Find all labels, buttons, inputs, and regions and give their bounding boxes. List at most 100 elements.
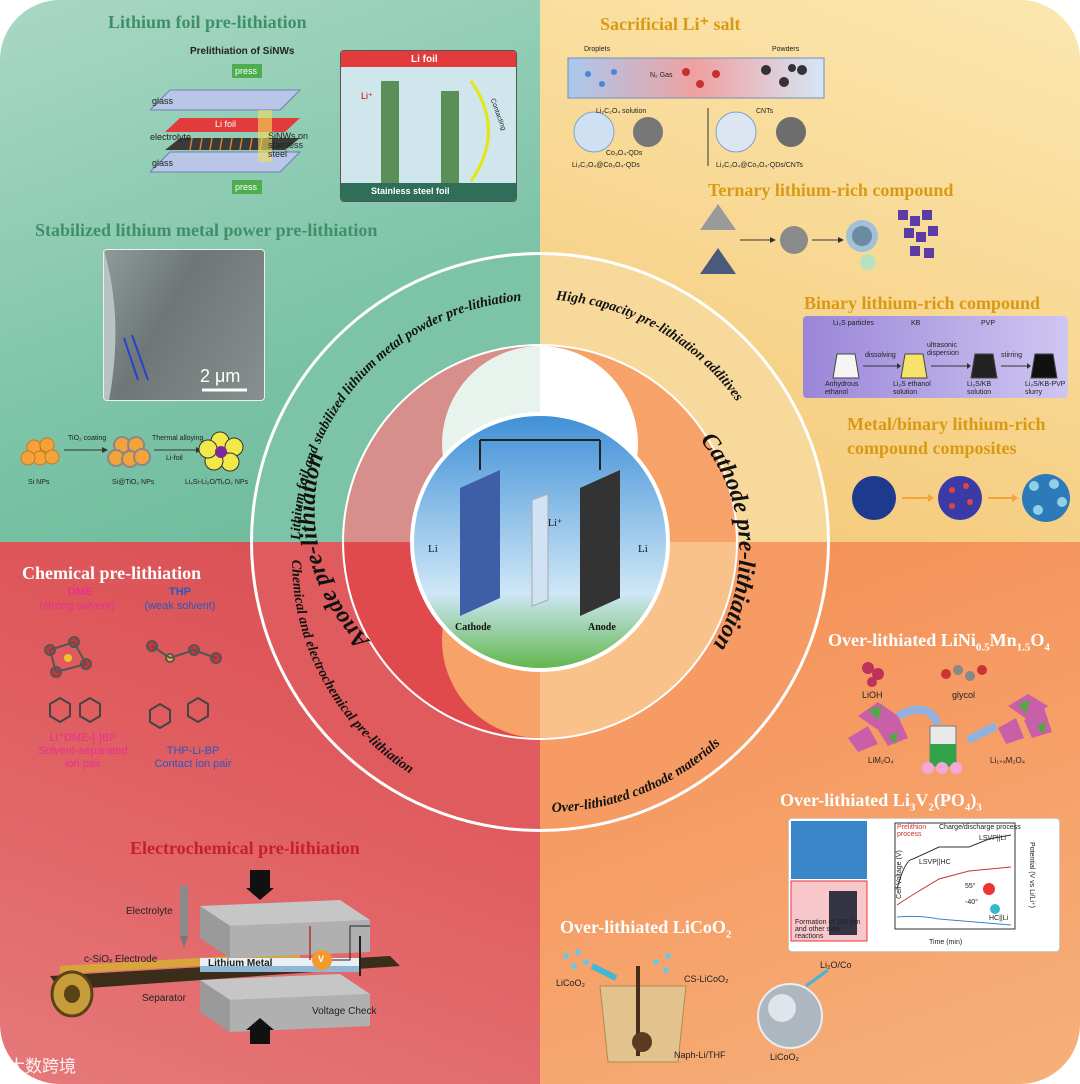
lim2o4-label: LiM₂O₄ [868,756,894,765]
press-top-label: press [235,66,258,76]
pair1-a-label: Li⁺DME-[-]BP [49,732,117,744]
ethanol-label: Anhydrous ethanol [825,381,859,396]
glycol-label: glycol [952,690,976,700]
lco-core-label: LiCoO₂ [770,1052,800,1062]
licoo2-label: LiCoO₂ [556,978,586,988]
li1x-label: Li₁₊ₓM₂O₄ [990,756,1026,765]
dme-label: DME [67,586,93,598]
title-electrochemical: Electrochemical pre-lithiation [130,838,360,858]
lixsi-label: LiₓSi-Li₂O/TiₓO₂ NPs [185,479,249,486]
li2s-kb-label: Li₂S/KB solution [967,381,992,396]
title-slmp: Stabilized lithium metal power pre-lithi… [35,220,378,240]
pair2-b-label: Contact ion pair [154,758,232,770]
si-np-scheme: TiO₂ coating Thermal alloying Li-foil Si… [20,425,260,495]
thp-label: THP [169,586,191,598]
pair1-c-label: ion pair [64,758,102,770]
powders-label: Powders [772,46,800,53]
electrolyte-label: electrolyte [150,132,192,142]
cell-anode-label: Anode [588,622,616,633]
li2s-sol-label: Li₂S ethanol solution [893,381,931,396]
sinw-heading: Prelithiation of SiNWs [190,46,295,57]
li2o-label: Li₂O/Co [820,960,852,970]
li-plus-label: Li⁺ [361,91,373,101]
thp-sub-label: (weak solvent) [144,600,216,612]
droplets-label: Droplets [584,46,611,53]
press-bottom-label: press [235,182,258,192]
pvp-label: PVP [981,320,996,327]
sem-scale-label: 2 μm [200,366,241,386]
cell-li-left: Li [428,543,438,555]
title-binary: Binary lithium-rich compound [804,293,1041,313]
step-li-foil-label: Li-foil [166,455,183,462]
lnmo-figure: LiOH glycol LiM₂O₄ Li₁₊ₓM₂O₄ [838,656,1058,776]
lvpli-label: LSVP||Li [979,835,1006,842]
hcli-label: HC||Li [989,915,1009,922]
step-alloy-label: Thermal alloying [152,435,204,442]
qd-label: Co₃O₄-QDs [606,150,643,157]
sinw-closeup: Li foil Stainless steel foil Li⁺ Contact… [340,50,517,202]
cs-licoo2-label: CS-LiCoO₂ [684,974,729,984]
lco-figure: LiCoO₂ CS-LiCoO₂ Li₂O/Co LiCoO₂ Naph-Li/… [556,946,856,1066]
stainless-label: Stainless steel foil [371,186,450,196]
lioh-label: LiOH [862,690,883,700]
li-foil-label: Li foil [215,119,237,129]
glass-bottom-label: glass [152,158,174,168]
binary-figure: Li₂S particles KB PVP dissolving ultraso… [803,316,1068,398]
electrochem-cell: Electrolyte c-SiOₓ Electrode Lithium Met… [50,866,450,1046]
title-metal-binary-2: compound composites [847,438,1017,458]
temp-low-label: -40° [965,899,978,906]
dme-sub-label: (strong solvent) [39,600,115,612]
lvp-figure: Prelithion process Charge/discharge proc… [788,818,1060,952]
cell-li-plus: Li⁺ [548,518,562,529]
step-tio2-label: TiO₂ coating [68,435,107,442]
title-lco: Over-lithiated LiCoO2 [560,917,732,941]
spray-drying-figure: Droplets N₂ Gas Powders Li₂C₂O₄ solution… [566,46,826,176]
ultrasonic-label: ultrasonic dispersion [927,342,959,357]
pair1-b-label: Solvent-separated [38,745,128,757]
title-sacrificial: Sacrificial Li⁺ salt [600,14,741,34]
composite-figure [848,462,1073,528]
cnts-label: CNTs [756,108,774,115]
charge-label: Charge/discharge process [939,824,1021,831]
li2s-kb-pvp-label: Li₂S/KB-PVP slurry [1025,381,1066,396]
dissolving-label: dissolving [865,352,896,359]
title-lithium-foil: Lithium foil pre-lithiation [108,12,307,32]
li-foil-big-label: Li foil [411,54,438,65]
li2s-label: Li₂S particles [833,320,874,327]
time-axis-label: Time (min) [929,939,963,946]
watermark: 大数跨境 [8,1057,76,1077]
kb-label: KB [911,320,921,327]
temp-high-label: 55° [965,883,976,890]
prelithiation-label: Prelithion process [897,824,927,838]
cell-li-right: Li [638,543,648,555]
lithium-metal-label: Lithium Metal [208,958,273,969]
title-metal-binary-1: Metal/binary lithium-rich [847,414,1046,434]
voltmeter-label: V [318,954,325,964]
gas-label: N₂ Gas [650,72,673,79]
stirring-label: stirring [1001,352,1023,359]
sem-image: 2 μm [103,249,265,401]
molecule-figure [20,620,250,730]
lvp-hc-label: LSVP||HC [919,859,951,866]
electrolyte-cell-label: Electrolyte [126,906,173,917]
glass-top-label: glass [152,96,174,106]
sei-label: Formation of SEI film and other side rea… [795,919,861,940]
title-lnmo: Over-lithiated LiNi0.5Mn1.5O4 [828,630,1050,654]
prod2-label: Li₂C₂O₄@Co₃O₄-QDs/CNTs [716,162,803,169]
si-tio2-label: Si@TiO₂ NPs [112,479,155,486]
si-nps-label: Si NPs [28,479,50,486]
prod1-label: Li₂C₂O₄@Co₃O₄-QDs [572,162,640,169]
separator-label: Separator [142,993,186,1004]
voltage-check-label: Voltage Check [312,1006,377,1017]
sinw-schematic: Prelithiation of SiNWs press press glass… [150,40,320,200]
ternary-figure [690,200,950,280]
pair2-a-label: THP-Li-BP [166,745,220,757]
electrode-label: c-SiOₓ Electrode [84,954,158,965]
title-ternary: Ternary lithium-rich compound [708,180,954,200]
sinws-label: SiNWs on stainless steel [268,131,309,159]
title-lvp: Over-lithiated Li3V2(PO4)3 [780,790,982,814]
naph-label: Naph-Li/THF [674,1050,726,1060]
sol1-label: Li₂C₂O₄ solution [596,108,647,115]
cell-cathode-label: Cathode [455,622,492,633]
